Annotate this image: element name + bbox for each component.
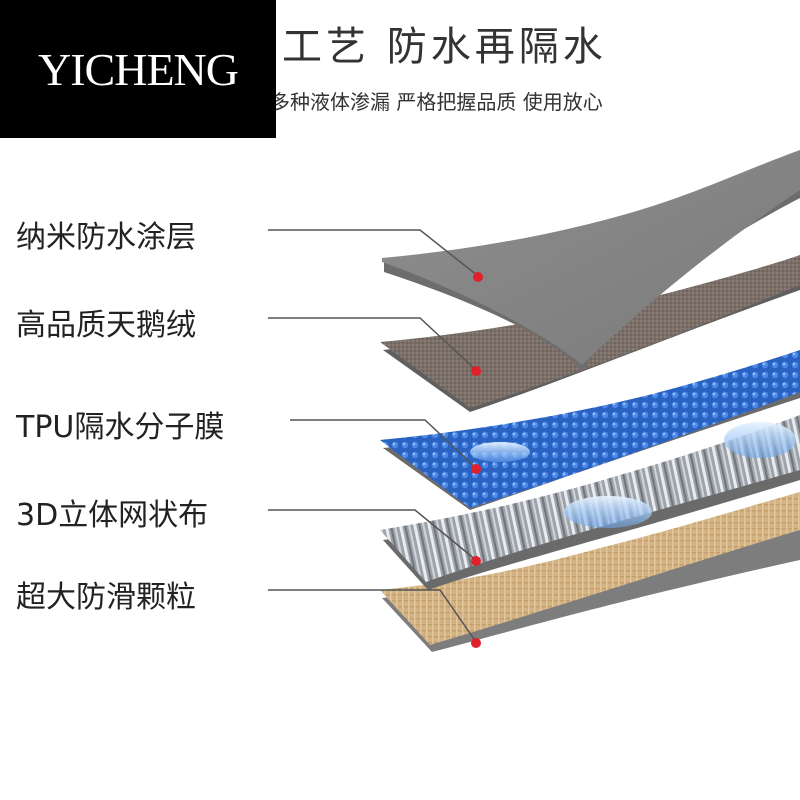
leader-line-tpu	[290, 419, 477, 469]
leader-line-anti-slip	[268, 589, 477, 643]
label-velvet: 高品质天鹅绒	[16, 308, 196, 343]
marker-dot-tpu	[471, 464, 481, 474]
layer-coating	[382, 150, 800, 372]
brand-logo-box: YICHENG	[0, 0, 276, 138]
anti-slip-surface	[380, 492, 800, 645]
layer-anti-slip	[380, 492, 800, 652]
leader-line-mesh	[268, 509, 477, 561]
marker-dot-coating	[473, 272, 483, 282]
water-droplet-large	[564, 496, 652, 528]
leader-line-velvet	[268, 317, 477, 371]
leader-line-coating	[268, 229, 479, 277]
headline: 工艺 防水再隔水	[282, 24, 607, 70]
subheadline: 多种液体渗漏 严格把握品质 使用放心	[270, 90, 603, 114]
water-droplet-small	[724, 422, 796, 458]
marker-dot-anti-slip	[471, 638, 481, 648]
label-tpu-membrane: TPU隔水分子膜	[16, 410, 225, 445]
markers	[471, 272, 483, 648]
layer-tpu	[380, 350, 800, 528]
marker-dot-mesh	[471, 556, 481, 566]
coating-surface	[382, 150, 800, 365]
label-anti-slip: 超大防滑颗粒	[16, 580, 196, 615]
tpu-surface	[380, 350, 800, 508]
label-nano-coating: 纳米防水涂层	[16, 220, 196, 255]
brand-name: YICHENG	[38, 43, 239, 95]
label-3d-mesh: 3D立体网状布	[16, 498, 209, 533]
water-droplet	[470, 442, 530, 462]
marker-dot-velvet	[471, 366, 481, 376]
leader-lines	[268, 229, 479, 643]
